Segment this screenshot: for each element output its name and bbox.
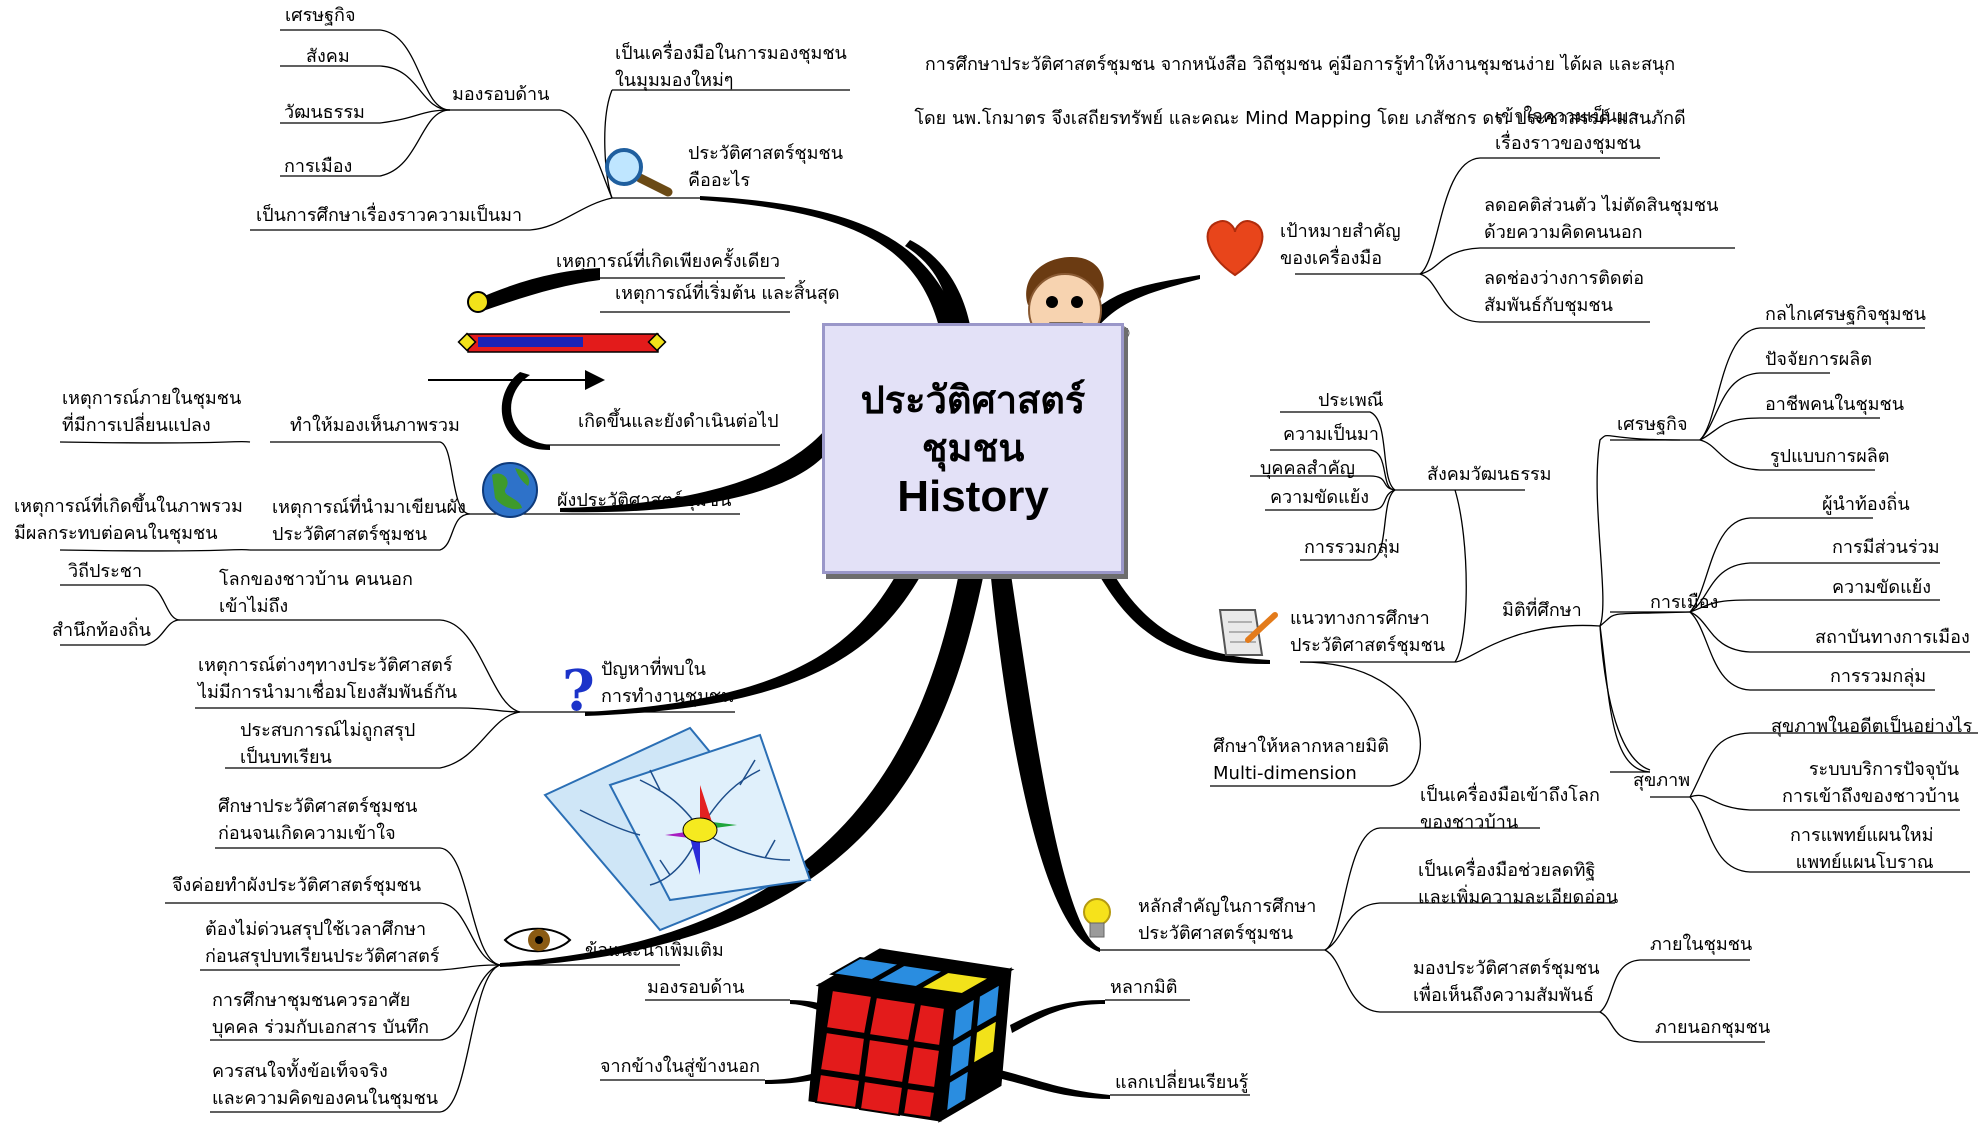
central-title-line-2: ชุมชน [921,425,1025,470]
header-line-2: โดย นพ.โกมาตร จึงเสถียรทรัพย์ และคณะ Min… [914,108,1686,129]
social-item-3: บุคคลสำคัญ [1260,458,1356,479]
advice-title: ข้อแนะนำเพิ่มเติม [585,940,724,961]
all-round-label: มองรอบด้าน [452,84,550,105]
aspect-politics: การเมือง [284,156,353,177]
economy-item-2: ปัจจัยการผลิต [1765,349,1873,370]
principle-3: มองประวัติศาสตร์ชุมชน เพื่อเห็นถึงความสั… [1413,958,1600,1006]
event-ongoing-arrow-icon [428,370,605,450]
mind-map-papers-illustration [543,726,812,932]
advice-item-2: จึงค่อยทำผังประวัติศาสตร์ชุมชน [172,875,422,896]
aspect-culture: วัฒนธรรม [284,102,365,123]
chart-title: ผังประวัติศาสตร์ชุมชน [557,490,732,511]
event-start-end-bar-icon [457,332,667,353]
health-item-1: สุขภาพในอดีตเป็นอย่างไร [1771,716,1973,737]
dimensions-label: มิติที่ศึกษา [1502,600,1582,621]
multi-dimension-label: ศึกษาให้หลากหลายมิติ Multi-dimension [1213,736,1389,784]
social-item-4: ความขัดแย้ง [1270,487,1370,508]
study-history-label: เป็นการศึกษาเรื่องราวความเป็นมา [256,205,523,226]
economy-item-3: อาชีพคนในชุมชน [1765,394,1905,415]
economy-item-1: กลไกเศรษฐกิจชุมชน [1765,304,1926,325]
cube-right-1: หลากมิติ [1110,977,1178,998]
central-title-line-3: History [897,471,1049,521]
eye-icon [503,927,572,953]
aspect-society: สังคม [306,46,350,67]
politics-item-1: ผู้นำท้องถิ่น [1822,494,1910,515]
social-item-1: ประเพณี [1318,390,1384,411]
politics-item-5: การรวมกลุ่ม [1830,666,1927,687]
goal-1: เข้าใจความเป็นมา เรื่องราวของชุมชน [1495,106,1641,154]
social-item-2: ความเป็นมา [1283,424,1379,445]
advice-item-3: ต้องไม่ด่วนสรุปใช้เวลาศึกษา ก่อนสรุปบทเร… [205,919,440,967]
problem-world-local: สำนึกท้องถิ่น [52,620,151,641]
rubiks-cube-icon [808,948,1015,1123]
economy-label: เศรษฐกิจ [1617,414,1688,435]
header-text: การศึกษาประวัติศาสตร์ชุมชน จากหนังสือ วิ… [870,24,1730,159]
chart-sub-internal: เหตุการณ์ภายในชุมชน ที่มีการเปลี่ยนแปลง [62,388,242,436]
health-label: สุขภาพ [1633,770,1691,791]
problem-no-lessons: ประสบการณ์ไม่ถูกสรุป เป็นบทเรียน [240,720,416,768]
event-once-label: เหตุการณ์ที่เกิดเพียงครั้งเดียว [556,251,781,272]
globe-icon [482,462,538,518]
cube-left-2: จากข้างในสู่ข้างนอก [600,1056,761,1077]
header-line-1: การศึกษาประวัติศาสตร์ชุมชน จากหนังสือ วิ… [924,54,1676,75]
event-start-end-label: เหตุการณ์ที่เริ่มต้น และสิ้นสุด [615,283,840,304]
principle-1: เป็นเครื่องมือเข้าถึงโลก ของชาวบ้าน [1420,785,1600,833]
event-ongoing-label: เกิดขึ้นและยังดำเนินต่อไป [578,411,779,432]
advice-item-1: ศึกษาประวัติศาสตร์ชุมชน ก่อนจนเกิดความเข… [218,796,418,844]
cube-right-2: แลกเปลี่ยนเรียนรู้ [1115,1072,1249,1093]
question-mark-icon: ? [562,658,595,724]
central-topic: ประวัติศาสตร์ ชุมชน History [822,323,1124,574]
chart-overview: ทำให้มองเห็นภาพรวม [290,415,460,436]
politics-item-2: การมีส่วนร่วม [1832,537,1940,558]
health-item-2: ระบบบริการปัจจุบัน การเข้าถึงของชาวบ้าน [1782,759,1960,807]
problem-world-folk: วิถีประชา [68,561,143,582]
politics-item-4: สถาบันทางการเมือง [1815,627,1970,648]
goal-2: ลดอคติส่วนตัว ไม่ตัดสินชุมชน ด้วยความคิด… [1484,195,1719,243]
main-branches [500,196,1270,967]
problems-title: ปัญหาที่พบใน การทำงานชุมชน [601,659,734,707]
magnifier-icon [605,148,673,197]
connector-lines [59,29,1978,1113]
what-is-title: ประวัติศาสตร์ชุมชน คืออะไร [688,143,844,191]
problem-not-linked: เหตุการณ์ต่างๆทางประวัติศาสตร์ ไม่มีการน… [198,655,458,703]
event-once-comet-icon [467,268,600,313]
heart-icon [1206,220,1264,277]
advice-item-5: ควรสนใจทั้งข้อเท็จจริง และความคิดของคนใน… [212,1061,439,1109]
chart-events: เหตุการณ์ที่นำมาเขียนผัง ประวัติศาสตร์ชุ… [272,497,466,545]
politics-label: การเมือง [1650,592,1719,613]
light-bulb-icon [1083,898,1111,938]
economy-item-4: รูปแบบการผลิต [1770,446,1890,467]
principle-2: เป็นเครื่องมือช่วยลดทิฐิ และเพิ่มความละเ… [1418,860,1619,908]
relation-internal: ภายในชุมชน [1650,934,1753,955]
principles-title: หลักสำคัญในการศึกษา ประวัติศาสตร์ชุมชน [1138,896,1317,944]
social-item-5: การรวมกลุ่ม [1304,537,1401,558]
what-is-tool: เป็นเครื่องมือในการมองชุมชน ในมุมมองใหม่… [615,43,847,91]
aspect-economy: เศรษฐกิจ [285,5,356,26]
chart-sub-external: เหตุการณ์ที่เกิดขึ้นในภาพรวม มีผลกระทบต่… [14,496,243,544]
social-culture-label: สังคมวัฒนธรรม [1427,464,1552,485]
approach-title: แนวทางการศึกษา ประวัติศาสตร์ชุมชน [1290,608,1446,656]
cube-left-1: มองรอบด้าน [647,977,745,998]
goals-title: เป้าหมายสำคัญ ของเครื่องมือ [1280,221,1401,269]
svg-text:?: ? [562,658,595,724]
goal-3: ลดช่องว่างการติดต่อ สัมพันธ์กับชุมชน [1484,268,1645,316]
central-title-line-1: ประวัติศาสตร์ [860,377,1086,422]
notepad-pencil-icon [1218,609,1278,656]
health-item-3: การแพทย์แผนใหม่ แพทย์แผนโบราณ [1790,825,1934,873]
problem-world: โลกของชาวบ้าน คนนอก เข้าไม่ถึง [219,569,413,617]
relation-external: ภายนอกชุมชน [1655,1017,1771,1038]
advice-item-4: การศึกษาชุมชนควรอาศัย บุคคล ร่วมกับเอกสา… [212,990,430,1038]
politics-item-3: ความขัดแย้ง [1832,577,1932,598]
